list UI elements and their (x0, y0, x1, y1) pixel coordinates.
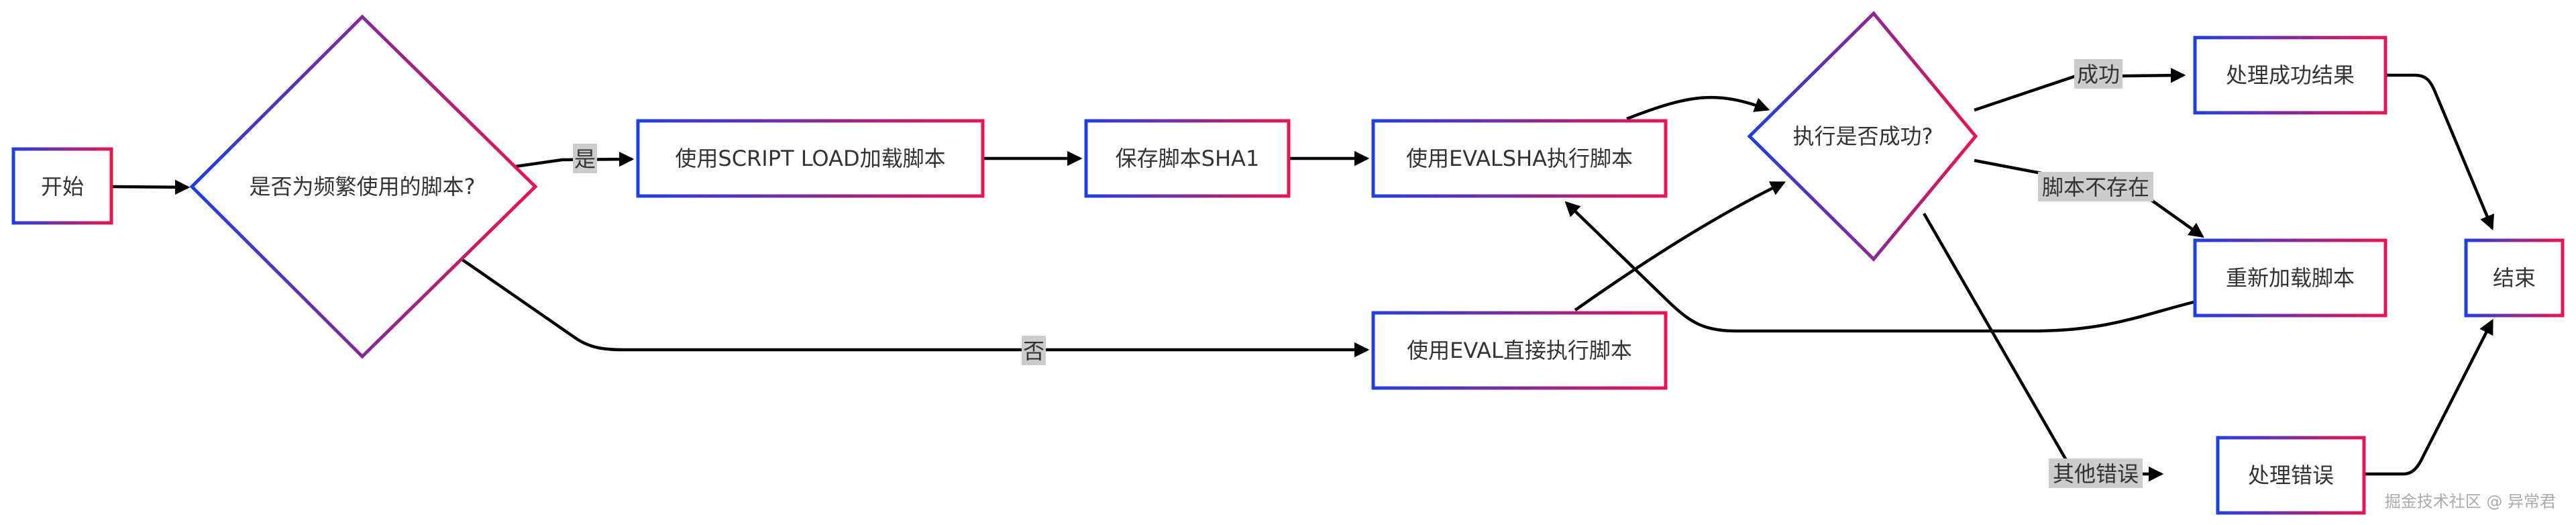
svg-text:执行是否成功?: 执行是否成功? (1793, 124, 1933, 149)
svg-text:处理错误: 处理错误 (2248, 463, 2334, 488)
node-eval-direct[interactable]: 使用EVAL直接执行脚本 (1371, 311, 1668, 390)
edge-label-success: 成功 (2074, 59, 2123, 89)
edge-reload-to-evalsha (1564, 201, 2194, 333)
edge-label-other-error: 其他错误 (2049, 459, 2143, 488)
node-handle-error[interactable]: 处理错误 (2216, 436, 2366, 515)
svg-text:其他错误: 其他错误 (2053, 461, 2139, 487)
node-evalsha[interactable]: 使用EVALSHA执行脚本 (1371, 119, 1668, 198)
watermark: 掘金技术社区 @ 异常君 (2384, 492, 2556, 511)
node-end[interactable]: 结束 (2464, 238, 2565, 318)
node-save-sha[interactable]: 保存脚本SHA1 (1084, 119, 1291, 198)
node-start[interactable]: 开始 (11, 147, 113, 225)
edge-decision-to-scriptload (515, 151, 635, 169)
svg-text:保存脚本SHA1: 保存脚本SHA1 (1116, 146, 1260, 171)
node-reload[interactable]: 重新加载脚本 (2193, 238, 2387, 318)
svg-text:重新加载脚本: 重新加载脚本 (2226, 265, 2355, 291)
edge-label-no: 否 (1022, 336, 1046, 365)
svg-text:是否为频繁使用的脚本?: 是否为频繁使用的脚本? (250, 174, 476, 199)
node-decision-success[interactable]: 执行是否成功? (1747, 11, 1978, 262)
svg-text:使用EVAL直接执行脚本: 使用EVAL直接执行脚本 (1407, 338, 1632, 363)
edge-other-error-to-handle-error (1923, 212, 2164, 482)
svg-text:使用EVALSHA执行脚本: 使用EVALSHA执行脚本 (1406, 146, 1633, 171)
node-decision-frequent[interactable]: 是否为频繁使用的脚本? (189, 14, 538, 359)
edge-eval-to-decision-success (1574, 181, 1786, 312)
edge-handle-success-to-end (2387, 73, 2494, 231)
svg-text:结束: 结束 (2493, 265, 2536, 291)
edge-decision-to-eval (460, 258, 1370, 358)
svg-text:是: 是 (574, 146, 596, 172)
svg-text:处理成功结果: 处理成功结果 (2226, 62, 2355, 88)
node-handle-success[interactable]: 处理成功结果 (2193, 36, 2387, 115)
edge-label-yes: 是 (573, 144, 597, 173)
svg-text:开始: 开始 (41, 174, 84, 199)
edge-handle-error-to-end (2365, 318, 2494, 476)
svg-text:否: 否 (1023, 338, 1044, 364)
edge-label-script-missing: 脚本不存在 (2038, 172, 2153, 201)
edge-evalsha-to-decision-success (1626, 95, 1770, 121)
node-script-load[interactable]: 使用SCRIPT LOAD加载脚本 (636, 119, 985, 198)
svg-text:使用SCRIPT LOAD加载脚本: 使用SCRIPT LOAD加载脚本 (675, 146, 945, 171)
svg-text:脚本不存在: 脚本不存在 (2042, 175, 2149, 200)
svg-text:成功: 成功 (2077, 62, 2120, 87)
